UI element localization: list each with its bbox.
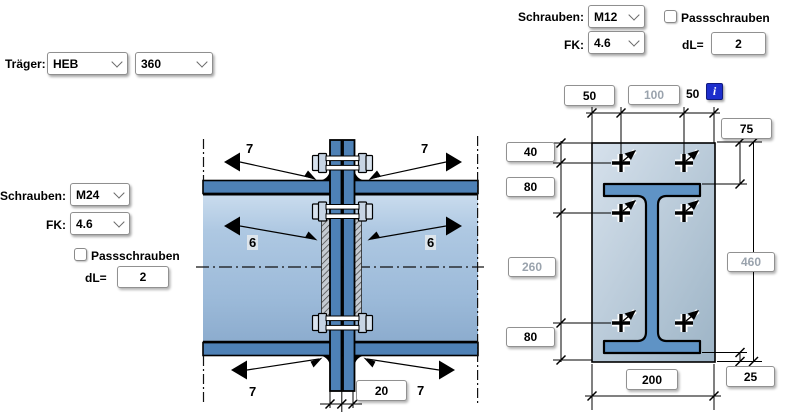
arrow-label-top-right: 7 [421,141,429,156]
web-bolt-size-value: M24 [76,187,100,202]
end-plate-left [329,139,343,392]
chevron-down-icon [111,55,123,68]
force-arrow-mid-right [367,216,462,241]
section-right-dims [702,136,762,367]
flange-bolts-label: Schrauben: [517,10,584,24]
dim-plate-top-offset-input[interactable]: 75 [721,118,772,139]
chevron-down-icon [113,186,125,199]
gap-dimension [320,391,362,412]
side-bolt-row-top[interactable] [311,152,374,174]
arrow-label-bottom-left: 7 [249,384,257,399]
arrow-label-bottom-right: 7 [417,383,425,398]
flange-fk-select[interactable]: 4.6 [588,31,645,54]
weld-fillet [320,355,330,366]
web-bolt-size-select[interactable]: M24 [70,183,130,206]
flange-fk-value: 4.6 [594,35,611,50]
flange-fk-label: FK: [564,38,584,52]
force-arrow-top-right [368,152,462,180]
section-bolt[interactable] [675,199,700,222]
arrow-label-top-left: 7 [246,141,254,156]
web-dl-label: dL= [85,271,107,285]
web-fk-value: 4.6 [76,216,93,231]
section-i-profile [602,182,702,355]
weld-fillet [320,170,330,181]
girder-family-value: HEB [53,56,79,71]
side-bolt-row-bottom[interactable] [311,312,374,334]
girder-family-select[interactable]: HEB [47,52,128,75]
chevron-down-icon [628,8,640,21]
dim-edge-distance-top-right-label: 50 [686,87,700,101]
section-top-dims [586,107,720,157]
flange-bolt-size-select[interactable]: M12 [588,5,645,28]
arrow-label-mid-right: 6 [425,235,437,250]
dim-plate-height-readonly: 460 [727,252,775,272]
web-fit-bolt-checkbox[interactable] [74,248,87,261]
dim-row-offset-3-input[interactable]: 80 [506,327,555,347]
section-left-dims [553,137,611,366]
girder-size-select[interactable]: 360 [135,52,213,75]
dim-row-offset-1-input[interactable]: 40 [506,142,555,162]
force-arrow-bottom-right [363,357,455,380]
flange-fit-bolt-label: Passschrauben [681,11,770,25]
chevron-down-icon [628,34,640,47]
dim-bolt-spacing-horizontal-readonly: 100 [628,85,680,105]
chevron-down-icon [196,55,208,68]
web-bolts-label: Schrauben: [0,189,67,203]
section-bolt[interactable] [675,309,700,332]
web-fk-label: FK: [46,218,66,232]
dim-row-spacing-readonly: 260 [508,257,556,277]
beam-cross-section [553,107,762,410]
flange-fit-bolt-checkbox[interactable] [664,10,677,23]
force-arrow-top-left [224,152,317,180]
section-bottom-dims [585,364,721,410]
weld-fillet [354,170,364,181]
flange-bolt-size-value: M12 [594,9,618,24]
girder-label: Träger: [5,57,46,71]
dim-edge-distance-top-left-input[interactable]: 50 [564,85,615,106]
flange-dl-input[interactable]: 2 [711,32,766,55]
beam-side-view [196,136,484,412]
weld-fillet [354,355,364,366]
end-plate-right [342,139,356,392]
info-icon[interactable]: i [706,83,723,100]
web-dl-input[interactable]: 2 [117,266,169,288]
plate-gap-input[interactable]: 20 [356,380,407,401]
force-arrow-mid-left [224,216,318,241]
girder-size-value: 360 [141,56,162,71]
dim-plate-bottom-offset-input[interactable]: 25 [726,366,775,387]
section-bolt[interactable] [612,199,637,222]
section-bolt[interactable] [612,309,637,332]
dim-row-offset-2-input[interactable]: 80 [506,177,555,197]
arrow-label-mid-left: 6 [247,235,259,250]
side-bolt-row-mid[interactable] [311,201,374,222]
web-fit-bolt-label: Passschrauben [91,249,180,263]
web-fk-select[interactable]: 4.6 [70,212,130,235]
dim-plate-width-input[interactable]: 200 [626,369,678,390]
chevron-down-icon [113,215,125,228]
flange-dl-label: dL= [682,38,704,52]
force-arrow-bottom-left [231,357,323,380]
